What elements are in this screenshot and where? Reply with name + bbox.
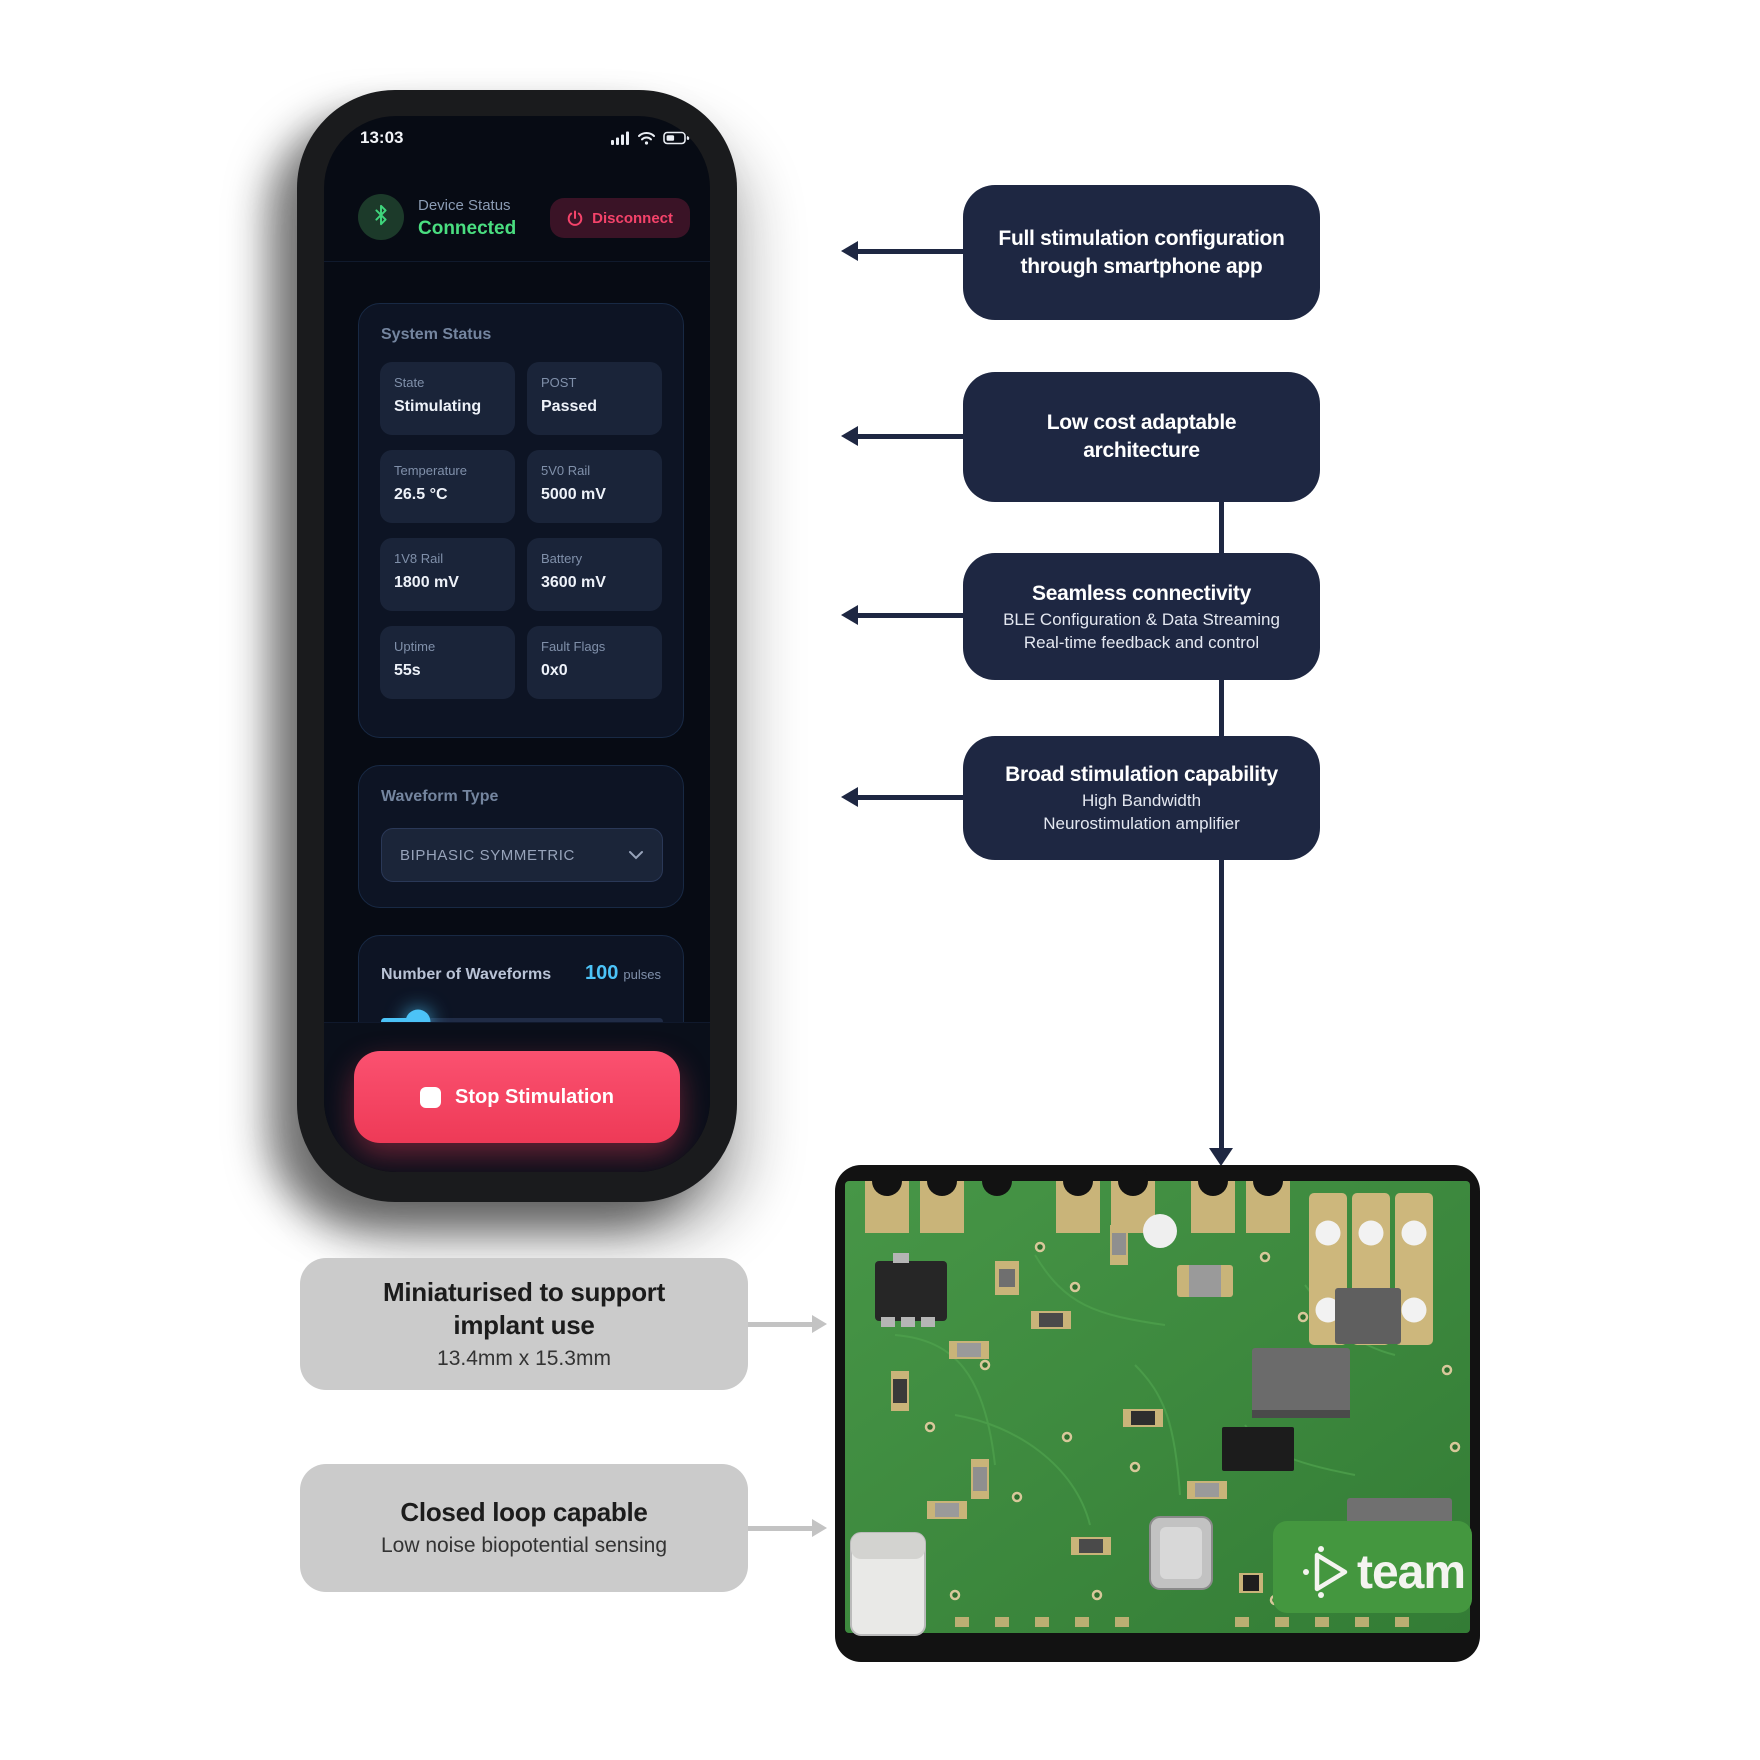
arrow-line-to-phone-1 (857, 249, 963, 254)
arrow-head-to-phone-3 (841, 605, 858, 625)
device-status-label: Device Status (418, 197, 511, 214)
arrow-head-to-pcb (1209, 1148, 1233, 1166)
tile-value: Stimulating (394, 398, 482, 415)
tile-value: Passed (541, 398, 598, 415)
callout-title-line: through smartphone app (1020, 254, 1263, 278)
bluetooth-icon (370, 203, 392, 232)
gray-arrow-head-2 (812, 1519, 827, 1537)
connector-vertical-2 (1219, 680, 1224, 736)
callout-title-line: architecture (1083, 439, 1200, 462)
callout-miniaturised: Miniaturised to support implant use 13.4… (300, 1258, 748, 1390)
waveform-type-selected-value: BIPHASIC SYMMETRIC (400, 846, 575, 864)
status-tile-fault-flags: Fault Flags 0x0 (527, 626, 662, 699)
gray-arrow-line-2 (748, 1526, 812, 1531)
disconnect-button[interactable]: Disconnect (550, 198, 690, 238)
callout-sub-line: Low noise biopotential sensing (380, 1534, 668, 1557)
callout-title-line: Full stimulation configuration (998, 226, 1285, 250)
callout-low-cost: Low cost adaptable architecture (963, 372, 1320, 502)
callout-sub-line: 13.4mm x 15.3mm (437, 1346, 611, 1370)
tile-label: POST (541, 375, 577, 390)
tile-label: Temperature (394, 463, 467, 478)
tile-value: 3600 mV (541, 574, 606, 591)
tile-label: Battery (541, 551, 583, 566)
waveform-count-unit: pulses (623, 967, 661, 982)
waveform-count-value: 100 (585, 962, 619, 984)
callout-title-line: Low cost adaptable (1046, 411, 1237, 434)
system-status-grid: State Stimulating POST Passed Temperatur… (380, 362, 662, 699)
callout-title-line: Seamless connectivity (1032, 581, 1251, 605)
gray-arrow-head-1 (812, 1315, 827, 1333)
arrow-line-to-phone-3 (857, 613, 963, 618)
phone-mockup: 13:03 Device Status Connected (297, 90, 737, 1202)
status-tile-battery: Battery 3600 mV (527, 538, 662, 611)
callout-sub-line: Neurostimulation amplifier (1043, 814, 1240, 833)
callout-title-line: Closed loop capable (400, 1497, 648, 1527)
tile-label: Fault Flags (541, 639, 606, 654)
tile-value: 55s (394, 662, 421, 679)
callout-title-line: Broad stimulation capability (1005, 763, 1278, 786)
stop-stimulation-button[interactable]: Stop Stimulation (354, 1051, 680, 1143)
callout-closed-loop: Closed loop capable Low noise biopotenti… (300, 1464, 748, 1592)
tile-value: 5000 mV (541, 486, 606, 503)
stop-icon (420, 1086, 442, 1108)
tile-value: 0x0 (541, 662, 568, 679)
callout-connectivity: Seamless connectivity BLE Configuration … (963, 553, 1320, 680)
gray-arrow-line-1 (748, 1322, 812, 1327)
chevron-down-icon (628, 850, 644, 860)
system-status-title: System Status (381, 326, 492, 343)
tile-label: 1V8 Rail (394, 551, 444, 566)
pcb-photo: team (835, 1165, 1480, 1662)
arrow-head-to-phone-1 (841, 241, 858, 261)
status-tile-uptime: Uptime 55s (380, 626, 515, 699)
arrow-line-to-phone-2 (857, 434, 963, 439)
bottom-action-area: Stop Stimulation (324, 1022, 710, 1172)
connection-status-value: Connected (418, 218, 517, 239)
tile-label: Uptime (394, 639, 436, 654)
disconnect-button-label: Disconnect (592, 209, 673, 227)
power-icon (567, 210, 583, 227)
arrow-line-to-phone-4 (857, 795, 963, 800)
wifi-icon (637, 131, 656, 150)
waveform-type-card: Waveform Type BIPHASIC SYMMETRIC (358, 765, 684, 908)
callout-stimulation-capability: Broad stimulation capability High Bandwi… (963, 736, 1320, 860)
tile-value: 26.5 °C (394, 486, 448, 503)
tile-label: 5V0 Rail (541, 463, 591, 478)
callout-smartphone-app: Full stimulation configuration through s… (963, 185, 1320, 320)
team-logo-icon (1303, 1546, 1348, 1598)
stop-stimulation-label: Stop Stimulation (455, 1085, 614, 1108)
tile-value: 1800 mV (394, 574, 459, 591)
tile-label: State (394, 375, 425, 390)
system-status-card: System Status State Stimulating POST Pas… (358, 303, 684, 738)
callout-title-line: implant use (453, 1309, 595, 1340)
connector-vertical-1 (1219, 502, 1224, 553)
connector-vertical-to-pcb (1219, 860, 1224, 1148)
callout-sub-line: High Bandwidth (1081, 791, 1202, 810)
header-divider (324, 261, 710, 262)
phone-screen: 13:03 Device Status Connected (324, 116, 710, 1172)
waveform-type-select[interactable]: BIPHASIC SYMMETRIC (381, 828, 663, 882)
status-tile-1v8-rail: 1V8 Rail 1800 mV (380, 538, 515, 611)
waveform-count-title: Number of Waveforms (381, 966, 552, 983)
waveform-count-row: Number of Waveforms 100 pulses (381, 962, 661, 985)
slider-fill (381, 1018, 418, 1025)
bluetooth-badge (358, 194, 404, 240)
waveform-type-title: Waveform Type (381, 788, 499, 805)
status-bar-time: 13:03 (360, 128, 404, 147)
arrow-head-to-phone-2 (841, 426, 858, 446)
status-tile-temperature: Temperature 26.5 °C (380, 450, 515, 523)
battery-icon (663, 131, 690, 150)
callout-sub-line: BLE Configuration & Data Streaming (1003, 609, 1280, 629)
callout-sub-line: Real-time feedback and control (1023, 632, 1260, 652)
status-bar-icons (611, 131, 690, 150)
status-tile-post: POST Passed (527, 362, 662, 435)
team-logo-text: team (1357, 1546, 1465, 1599)
status-tile-state: State Stimulating (380, 362, 515, 435)
cellular-signal-icon (611, 131, 630, 150)
arrow-head-to-phone-4 (841, 787, 858, 807)
callout-title-line: Miniaturised to support (383, 1276, 665, 1307)
status-tile-5v0-rail: 5V0 Rail 5000 mV (527, 450, 662, 523)
